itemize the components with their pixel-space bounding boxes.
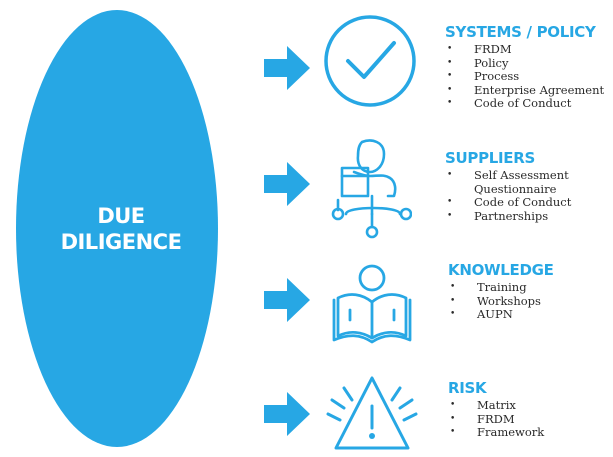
section-risk: RISK Matrix FRDM Framework bbox=[448, 380, 544, 440]
person-reading-book-icon bbox=[332, 264, 412, 344]
arrow-right-icon bbox=[264, 392, 310, 436]
arrow-right-icon bbox=[264, 278, 310, 322]
list-item: Enterprise Agreement bbox=[445, 83, 604, 98]
section-knowledge: KNOWLEDGE Training Workshops AUPN bbox=[448, 262, 554, 322]
list-item: Code of Conduct bbox=[445, 96, 604, 111]
list-item: Code of Conduct bbox=[445, 195, 571, 210]
section-systems-policy: SYSTEMS / POLICY FRDM Policy Process Ent… bbox=[445, 24, 604, 111]
list-item: FRDM bbox=[448, 412, 544, 427]
section-title: KNOWLEDGE bbox=[448, 261, 554, 279]
list-item: Policy bbox=[445, 56, 604, 71]
list-item: Self Assessment bbox=[445, 168, 571, 183]
due-diligence-ellipse: DUE DILIGENCE bbox=[16, 10, 218, 447]
list-item: Partnerships bbox=[445, 209, 571, 224]
checkmark-circle-icon bbox=[324, 15, 416, 107]
list-item: Matrix bbox=[448, 398, 544, 413]
list-item: Framework bbox=[448, 425, 544, 440]
section-title: SUPPLIERS bbox=[445, 149, 536, 167]
arrow-right-icon bbox=[264, 46, 310, 90]
arrow-right-icon bbox=[264, 162, 310, 206]
list-item: Questionnaire bbox=[474, 181, 557, 196]
list-item: AUPN bbox=[448, 307, 554, 322]
list-item: Workshops bbox=[448, 294, 554, 309]
section-title: RISK bbox=[448, 379, 487, 397]
person-with-box-network-icon bbox=[331, 139, 412, 239]
section-suppliers: SUPPLIERS Self Assessment Questionnaire … bbox=[445, 150, 571, 223]
list-item: Training bbox=[448, 280, 554, 295]
due-diligence-title: DUE DILIGENCE bbox=[60, 203, 182, 254]
list-item: Process bbox=[445, 69, 604, 84]
section-title: SYSTEMS / POLICY bbox=[445, 23, 596, 41]
warning-triangle-icon bbox=[326, 376, 418, 450]
list-item: FRDM bbox=[445, 42, 604, 57]
